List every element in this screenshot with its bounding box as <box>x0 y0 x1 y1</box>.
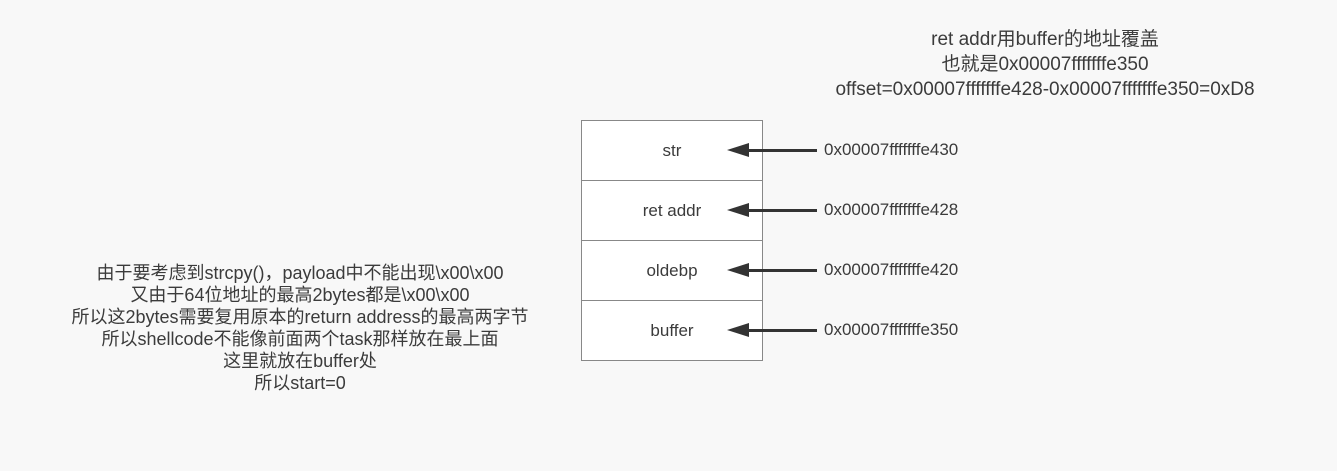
arrow-shaft <box>747 328 817 332</box>
address-label-ret-addr: 0x00007fffffffe428 <box>824 200 959 219</box>
payload-explanation-line: 所以start=0 <box>254 373 346 393</box>
payload-explanation-line: 又由于64位地址的最高2bytes都是\x00\x00 <box>130 285 470 305</box>
offset-annotation-line: offset=0x00007fffffffe428-0x00007fffffff… <box>835 79 1255 100</box>
payload-explanation-line: 所以这2bytes需要复用原本的return address的最高两字节 <box>71 307 529 327</box>
arrow-head <box>727 263 749 277</box>
arrow-left-icon <box>727 262 817 278</box>
arrow-head <box>727 143 749 157</box>
payload-explanation-line: 由于要考虑到strcpy()，payload中不能出现\x00\x00 <box>96 263 504 283</box>
address-label-buffer: 0x00007fffffffe350 <box>824 320 959 339</box>
arrow-shaft <box>747 208 817 212</box>
arrow-shaft <box>747 268 817 272</box>
address-label-str: 0x00007fffffffe430 <box>824 140 959 159</box>
offset-annotation-line: ret addr用buffer的地址覆盖 <box>931 29 1159 50</box>
stack-cell-label: oldebp <box>646 260 698 280</box>
offset-annotation-line: 也就是0x00007fffffffe350 <box>941 54 1149 75</box>
offset-annotation: ret addr用buffer的地址覆盖 也就是0x00007fffffffe3… <box>770 27 1320 102</box>
stack-diagram: str ret addr oldebp buffer <box>581 120 763 361</box>
arrow-left-icon <box>727 202 817 218</box>
arrow-head <box>727 203 749 217</box>
payload-explanation-line: 所以shellcode不能像前面两个task那样放在最上面 <box>101 329 499 349</box>
arrow-left-icon <box>727 322 817 338</box>
payload-explanation-note: 由于要考虑到strcpy()，payload中不能出现\x00\x00 又由于6… <box>55 262 545 394</box>
address-label-oldebp: 0x00007fffffffe420 <box>824 260 959 279</box>
stack-cell-oldebp: oldebp <box>581 240 763 301</box>
payload-explanation-line: 这里就放在buffer处 <box>223 351 377 371</box>
arrow-shaft <box>747 148 817 152</box>
stack-cell-label: str <box>662 140 682 160</box>
arrow-left-icon <box>727 142 817 158</box>
arrow-head <box>727 323 749 337</box>
stack-cell-label: buffer <box>650 320 694 340</box>
stack-cell-label: ret addr <box>642 200 702 220</box>
